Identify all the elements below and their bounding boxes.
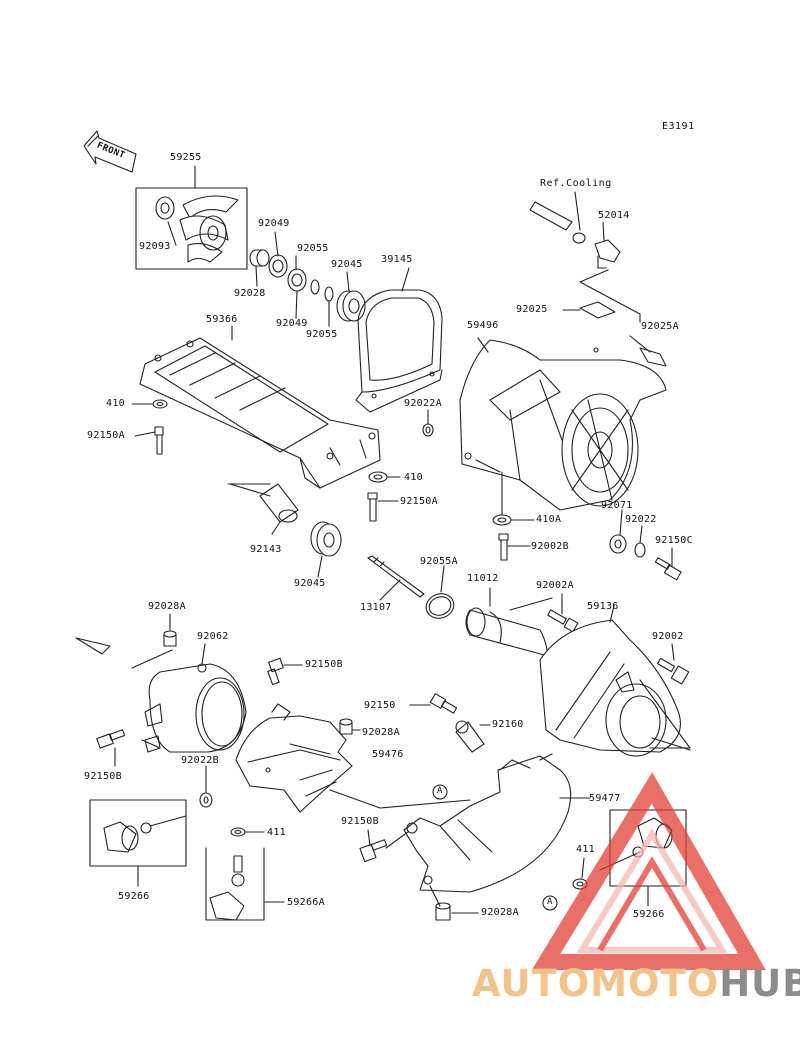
cover-59477 (329, 753, 591, 893)
part-label: 92055 (297, 243, 329, 254)
part-label: 92002A (536, 580, 574, 591)
part-label: 92025A (641, 321, 679, 332)
bolt-92002A (547, 593, 579, 633)
marker-a-circle (432, 784, 448, 800)
bolt-92150A-left (134, 426, 164, 455)
part-label: 92055A (420, 556, 458, 567)
collar-92143 (229, 483, 299, 535)
part-label: 92062 (197, 631, 229, 642)
marker-a: A (547, 897, 553, 907)
part-label: 92022A (404, 398, 442, 409)
part-label: 59255 (170, 152, 202, 163)
part-label: 92002B (531, 541, 569, 552)
cover-92062 (131, 643, 247, 753)
bolt-92150B-left (96, 729, 126, 767)
bolt-92150B-top (267, 657, 303, 686)
brand-text-a: AUTOMOTO (472, 962, 720, 1005)
nozzle-housing-59136 (539, 605, 691, 757)
shaft-13107 (367, 555, 425, 601)
part-label: 59266 (118, 891, 150, 902)
part-label: 92049 (258, 218, 290, 229)
collar-92160 (455, 720, 491, 753)
bearing-92045 (310, 521, 342, 578)
part-label: 92150 (364, 700, 396, 711)
nozzle-11012 (465, 587, 553, 657)
part-label: 92150B (84, 771, 122, 782)
part-label: 92022 (625, 514, 657, 525)
ref-cooling-label: Ref.Cooling (540, 178, 612, 189)
part-label: 92028A (148, 601, 186, 612)
part-label: 92002 (652, 631, 684, 642)
watermark-logo (531, 772, 766, 970)
collar-92028A-bottom (429, 885, 479, 921)
bolt-92150 (409, 693, 458, 714)
part-label: 92143 (250, 544, 282, 555)
marker-a: A (437, 786, 443, 796)
bolt-92150C (654, 547, 682, 581)
part-label: 92028A (481, 907, 519, 918)
part-label: 411 (576, 844, 595, 855)
gasket-39145 (355, 267, 443, 413)
bolt-92150B-lower (359, 829, 409, 863)
part-label: 92150B (341, 816, 379, 827)
brand-text-b: HUB (719, 962, 800, 1005)
part-label: 59366 (206, 314, 238, 325)
part-label: 92150C (655, 535, 693, 546)
cooling-fitting (529, 191, 641, 323)
part-label: 59266 (633, 909, 665, 920)
bolt-92002B (498, 533, 531, 561)
part-label: 92150A (87, 430, 125, 441)
part-label: 11012 (467, 573, 499, 584)
part-label: 52014 (598, 210, 630, 221)
part-label: 39145 (381, 254, 413, 265)
diagram-code: E3191 (662, 121, 695, 132)
part-label: 13107 (360, 602, 392, 613)
part-label: 59266A (287, 897, 325, 908)
part-label: 410 (106, 398, 125, 409)
part-label: 92049 (276, 318, 308, 329)
cover-59476 (235, 703, 353, 813)
collar-92028A-center (339, 718, 361, 735)
part-label: 92160 (492, 719, 524, 730)
part-label: 92022B (181, 755, 219, 766)
impeller-assembly (135, 187, 248, 270)
bolt-92002 (657, 643, 690, 685)
part-label: 59136 (587, 601, 619, 612)
part-label: 92025 (516, 304, 548, 315)
part-label: 92045 (294, 578, 326, 589)
washer-92022B (199, 765, 213, 808)
part-label: 411 (267, 827, 286, 838)
part-label: 92093 (139, 241, 171, 252)
part-label: 59476 (372, 749, 404, 760)
part-label: 59477 (589, 793, 621, 804)
kit-59266-left (89, 799, 187, 887)
part-label: 92045 (331, 259, 363, 270)
pump-case-59496 (459, 337, 667, 511)
marker-a-circle-2 (542, 895, 558, 911)
part-label: 92071 (601, 500, 633, 511)
part-label: 92028A (362, 727, 400, 738)
part-label: 410 (404, 472, 423, 483)
part-label: 410A (536, 514, 562, 525)
plate-59366 (139, 325, 381, 489)
part-label: 92150B (305, 659, 343, 670)
bolt-92150A-center (367, 492, 399, 522)
part-label: 92055 (306, 329, 338, 340)
kit-59266A (205, 847, 285, 921)
part-label: 92150A (400, 496, 438, 507)
watermark-brand: AUTOMOTOHUB (472, 962, 800, 1005)
part-label: 92028 (234, 288, 266, 299)
collar-92028A (163, 613, 177, 647)
front-arrow-icon (83, 130, 137, 173)
part-label: 59496 (467, 320, 499, 331)
